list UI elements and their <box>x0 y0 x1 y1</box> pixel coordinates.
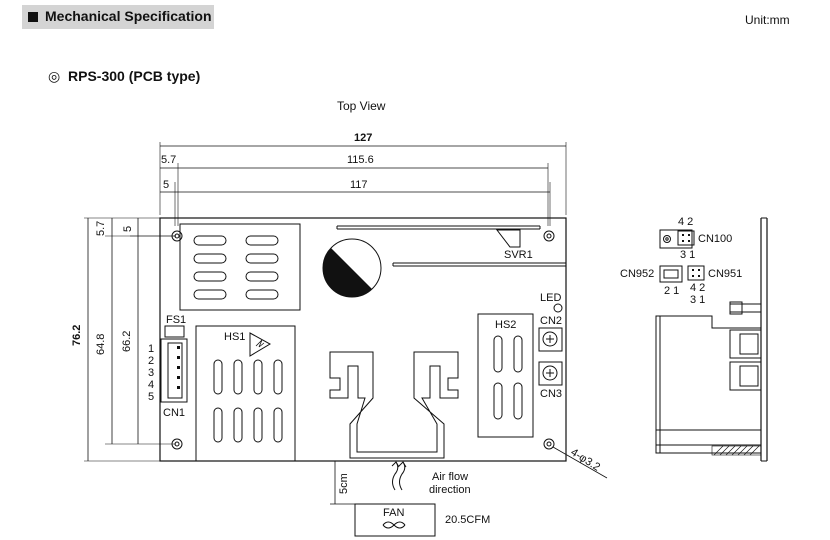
cn1-pin-marks <box>177 346 180 389</box>
cn952-label: CN952 <box>620 268 654 280</box>
cn2-label: CN2 <box>540 315 562 327</box>
cn952-pins: 2 1 <box>664 285 679 297</box>
connector-cn3 <box>538 361 563 386</box>
svr1-label: SVR1 <box>504 249 533 261</box>
led-indicator <box>553 303 563 313</box>
cn1-pin-1: 1 <box>148 343 154 355</box>
cn1-pin-5: 5 <box>148 391 154 403</box>
hs1-label: HS1 <box>224 331 245 343</box>
cn100-label: CN100 <box>698 233 732 245</box>
side-terminal-cn2 <box>729 329 762 359</box>
dim-offset-b: 5 <box>163 179 169 191</box>
cn951-label: CN951 <box>708 268 742 280</box>
connector-cn951 <box>687 265 705 281</box>
model-bullet-icon: ◎ <box>48 68 61 84</box>
upper-vent-slots <box>193 235 279 300</box>
hs2-vent-slots <box>493 335 523 420</box>
cn1-pin-2: 2 <box>148 355 154 367</box>
side-terminal-cn3 <box>729 361 762 391</box>
connector-cn1 <box>160 338 188 403</box>
cn951-top-pins: 4 2 <box>690 282 705 294</box>
hs1-warning-icon <box>249 332 272 357</box>
cn100-bottom-pins: 3 1 <box>680 249 695 261</box>
fan-label: FAN <box>383 507 404 519</box>
dim-span-a: 115.6 <box>347 154 374 166</box>
cn1-label: CN1 <box>163 407 185 419</box>
header-bullet-square <box>28 12 38 22</box>
model-title: RPS-300 (PCB type) <box>68 68 201 84</box>
pcb-outline <box>159 217 567 462</box>
section-title: Mechanical Specification <box>45 8 212 24</box>
fan-gap-label: 5cm <box>338 473 350 494</box>
cn1-pin-3: 3 <box>148 367 154 379</box>
dim-overall-width: 127 <box>354 132 372 144</box>
unit-label: Unit:mm <box>745 13 790 27</box>
hs1-vent-slots <box>213 359 283 443</box>
capacitor-polarity-mark <box>322 248 372 298</box>
side-hatch <box>711 445 762 456</box>
airflow-label: Air flow <box>432 471 468 483</box>
cn1-pin-4: 4 <box>148 379 154 391</box>
hole-callout: 4-φ3.2 <box>568 446 602 473</box>
cn3-label: CN3 <box>540 388 562 400</box>
side-view <box>655 217 768 462</box>
heatsink-hs2 <box>477 313 534 438</box>
transformer-cutout <box>329 351 459 459</box>
fan-box <box>354 503 436 537</box>
section-header-bar <box>22 5 214 29</box>
hole-callout-leader <box>552 446 608 479</box>
cn100-board <box>659 229 693 249</box>
connector-cn100 <box>677 230 695 246</box>
heatsink-hs1 <box>195 325 296 462</box>
top-dimensions <box>159 142 567 226</box>
cn951-bottom-pins: 3 1 <box>690 294 705 306</box>
connector-cn2 <box>538 327 563 352</box>
fuse-fs1 <box>164 325 185 338</box>
left-dimensions <box>84 217 176 462</box>
side-heatsink-profile <box>655 315 762 454</box>
connector-cn952 <box>659 265 683 283</box>
cn100-top-pins: 4 2 <box>678 216 693 228</box>
dim-side-b: 5 <box>122 226 134 232</box>
fs1-label: FS1 <box>166 314 186 326</box>
fan-rating: 20.5CFM <box>445 514 490 526</box>
fan-symbol-icon <box>382 521 406 529</box>
view-label: Top View <box>337 99 386 113</box>
airflow-direction-label: direction <box>429 484 471 496</box>
dim-height-b: 66.2 <box>121 331 133 352</box>
cn100-mount-icon <box>663 235 671 243</box>
dim-overall-height: 76.2 <box>71 325 83 346</box>
airflow-arrow-icon <box>391 461 407 491</box>
dim-span-b: 117 <box>350 179 368 191</box>
upper-vent-block <box>179 223 301 311</box>
svr1-trimmer <box>495 229 521 248</box>
mounting-holes <box>171 230 555 450</box>
cn2-screw-icon <box>542 331 558 347</box>
connector-cn1-housing <box>167 342 183 399</box>
dim-height-a: 64.8 <box>95 334 107 355</box>
hs2-label: HS2 <box>495 319 516 331</box>
led-label: LED <box>540 292 561 304</box>
cn3-screw-icon <box>542 365 558 381</box>
dim-offset-a: 5.7 <box>161 154 176 166</box>
dim-side-a: 5.7 <box>95 221 107 236</box>
